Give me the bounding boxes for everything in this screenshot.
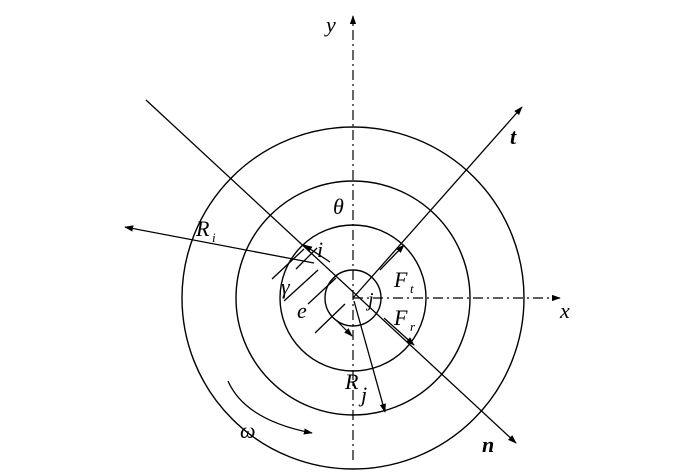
e-label: e (297, 298, 307, 323)
n-axis (145, 99, 517, 444)
rj-label: R (344, 369, 359, 394)
e-tick-end (314, 303, 346, 334)
gamma-tick-middle (271, 248, 305, 280)
outer-circle (181, 126, 525, 470)
omega-label: ω (240, 418, 256, 443)
n-label: n (482, 432, 494, 457)
fr-arrow (383, 317, 415, 346)
fr-label: F (393, 305, 408, 330)
e-tick-start (307, 277, 337, 305)
y-label: y (324, 12, 336, 37)
ri-subscript: i (212, 230, 216, 245)
i-arrow (303, 244, 331, 263)
i-label: i (317, 237, 323, 262)
e-dimension-arrow (335, 319, 353, 337)
rj-subscript: j (358, 382, 367, 407)
ft-arrow (379, 244, 405, 271)
gamma-tick-lower (283, 269, 319, 302)
rj-arrow (353, 300, 386, 413)
omega-arc (227, 380, 313, 435)
fr-subscript: r (410, 319, 416, 334)
gamma-label: γ (281, 274, 291, 299)
ri-arrow (124, 225, 315, 264)
gamma-tick-upper (295, 247, 318, 270)
ft-label: F (393, 267, 408, 292)
ft-subscript: t (410, 281, 414, 296)
ri-label: R (195, 216, 210, 241)
t-label: t (510, 124, 517, 149)
t-axis (352, 106, 523, 299)
theta-label: θ (333, 194, 344, 219)
x-label: x (559, 298, 570, 323)
j-label: j (365, 289, 374, 311)
